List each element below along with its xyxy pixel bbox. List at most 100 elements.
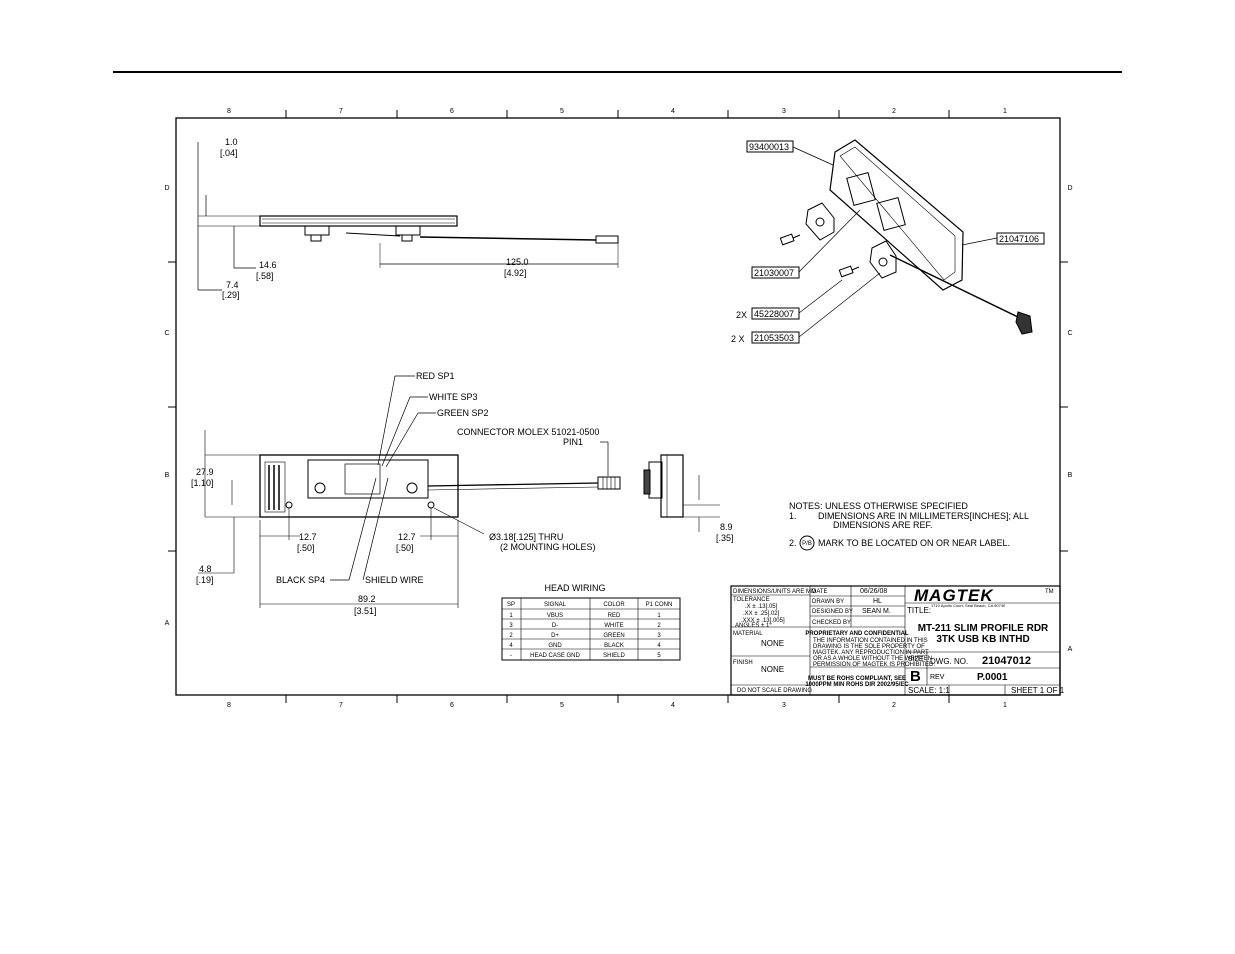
bracket-right-side bbox=[395, 225, 421, 236]
note-2-symbol: P/B bbox=[802, 541, 812, 547]
table-cell: BLACK bbox=[604, 643, 624, 649]
callout-part: 93400013 bbox=[749, 142, 789, 152]
callout-qty: 2X bbox=[736, 310, 747, 320]
table-cell: D+ bbox=[551, 633, 559, 639]
note-2-text: MARK TO BE LOCATED ON OR NEAR LABEL. bbox=[818, 538, 1010, 548]
tb-tol-2: .XX ± .25[.02] bbox=[743, 611, 780, 617]
cable-front bbox=[427, 482, 599, 487]
screw-front-left bbox=[314, 482, 326, 494]
zone-ticks bbox=[168, 110, 1068, 703]
tb-tol-3: .XXX ± .13[.005] bbox=[741, 618, 785, 624]
col-label: 7 bbox=[339, 108, 343, 115]
tb-sheet: SHEET 1 OF 1 bbox=[1011, 686, 1065, 695]
drawing-title-line2: 3TK USB KB INTHD bbox=[936, 634, 1029, 645]
table-cell: - bbox=[510, 653, 512, 659]
head-bracket bbox=[307, 459, 429, 499]
table-cell: GND bbox=[548, 643, 562, 649]
tb-checked-label: CHECKED BY bbox=[812, 620, 851, 626]
zone-labels-top: 8 7 6 5 4 3 2 1 bbox=[227, 108, 1007, 115]
dim-thickness-in: [.04] bbox=[220, 148, 238, 158]
tb-prop-4: OR AS A WHOLE WITHOUT THE WRITTEN bbox=[813, 656, 932, 662]
row-label: C bbox=[1067, 330, 1072, 337]
tb-tol-1: .X ± .13[.05] bbox=[745, 604, 778, 610]
tb-prop-5: PERMISSION OF MAGTEK IS PROHIBITED. bbox=[813, 662, 935, 668]
tb-title-label: TITLE: bbox=[907, 606, 931, 615]
reader-body-side bbox=[259, 215, 458, 227]
note-1-line1: DIMENSIONS ARE IN MILLIMETERS[INCHES]; A… bbox=[818, 511, 1029, 521]
row-label: B bbox=[165, 472, 170, 479]
zone-labels-bottom: 8 7 6 5 4 3 2 1 bbox=[227, 702, 1007, 709]
col-label: 8 bbox=[227, 702, 231, 709]
col-label: 4 bbox=[671, 108, 675, 115]
bracket-iso-1 bbox=[805, 202, 835, 241]
tb-designed-value: SEAN M. bbox=[862, 608, 891, 615]
callout-box bbox=[751, 307, 800, 320]
dim-right-hole-in: [.50] bbox=[396, 543, 414, 553]
dim-connector: 8.9 bbox=[720, 522, 733, 532]
note-1-line2: DIMENSIONS ARE REF. bbox=[833, 520, 933, 530]
tb-prop-3: MAGTEK. ANY REPRODUCTION IN PART bbox=[813, 650, 929, 656]
screw-iso-2 bbox=[838, 265, 860, 278]
dim-bottom-in: [.19] bbox=[196, 575, 214, 585]
dim-height-in: [.58] bbox=[256, 271, 274, 281]
note-1-num: 1. bbox=[789, 511, 797, 521]
cable-iso bbox=[889, 254, 1021, 319]
tb-designed-label: DESIGNED BY bbox=[812, 609, 853, 615]
connector-front bbox=[597, 476, 621, 490]
tb-do-not-scale: DO NOT SCALE DRAWING bbox=[737, 688, 812, 694]
cable-side bbox=[419, 236, 597, 241]
table-cell: 4 bbox=[657, 643, 661, 649]
pb-mark-symbol bbox=[799, 535, 815, 551]
tb-finish-label: FINISH bbox=[733, 660, 753, 666]
tb-rev-value: P.0001 bbox=[977, 672, 1008, 683]
table-cell: 1 bbox=[509, 613, 513, 619]
tb-rohs-2: 1000PPM MIN ROHS DIR 2002/95/EC bbox=[805, 682, 909, 688]
wire-black-label: BLACK SP4 bbox=[276, 575, 325, 585]
row-label: C bbox=[164, 330, 169, 337]
callout-box bbox=[751, 266, 800, 279]
col-label: 2 bbox=[892, 108, 896, 115]
tb-prop-2: DRAWING IS THE SOLE PROPERTY OF bbox=[813, 644, 925, 650]
tb-date-label: DATE bbox=[812, 589, 828, 595]
col-label: 1 bbox=[1003, 108, 1007, 115]
bracket-iso-2 bbox=[869, 240, 897, 279]
callout-qty: 2 X bbox=[731, 334, 745, 344]
tb-prop-1: THE INFORMATION CONTAINED IN THIS bbox=[813, 638, 928, 644]
table-cell: 1 bbox=[657, 613, 661, 619]
tb-angles: ANGLES ± 1° bbox=[735, 623, 772, 629]
col-label: 2 bbox=[892, 702, 896, 709]
logo-tm: TM bbox=[1045, 589, 1054, 595]
dim-width: 89.2 bbox=[358, 594, 376, 604]
side-view: 1.0 [.04] 14.6 [.58] 7.4 [.29] 125.0 [4.… bbox=[197, 137, 619, 300]
connector-label: CONNECTOR MOLEX 51021-0500 bbox=[457, 427, 599, 437]
tb-dwg-label: DWG. NO. bbox=[930, 657, 968, 666]
tb-scale: SCALE: 1:1 bbox=[908, 686, 950, 695]
tb-prop-title: PROPRIETARY AND CONFIDENTIAL bbox=[805, 631, 909, 637]
dim-connector-in: [.35] bbox=[716, 533, 734, 543]
note-2-num: 2. bbox=[789, 538, 797, 548]
company-address: 1710 Apollo Court, Seal Beach, CA 90740 bbox=[931, 603, 1006, 608]
table-header: P1 CONN bbox=[646, 602, 673, 608]
dim-cable: 125.0 bbox=[506, 257, 529, 267]
col-label: 3 bbox=[782, 108, 786, 115]
table-header: COLOR bbox=[603, 602, 625, 608]
tb-rev-label: REV bbox=[930, 674, 945, 681]
hole-note-1: Ø3.18[.125] THRU bbox=[489, 532, 563, 542]
table-cell: 2 bbox=[509, 633, 513, 639]
zone-labels-left: D C B A bbox=[164, 185, 169, 627]
connector-side bbox=[595, 235, 619, 244]
wire-leaders bbox=[330, 375, 609, 581]
head-wiring-table: HEAD WIRING SP SIGNAL COLOR P1 CONN 1 VB… bbox=[501, 583, 681, 661]
table-cell: WHITE bbox=[604, 623, 623, 629]
reader-body-front bbox=[259, 454, 459, 518]
col-label: 7 bbox=[339, 702, 343, 709]
dim-offset: 7.4 bbox=[226, 280, 239, 290]
col-label: 5 bbox=[560, 108, 564, 115]
row-label: D bbox=[164, 185, 169, 192]
notes: NOTES: UNLESS OTHERWISE SPECIFIED 1. DIM… bbox=[789, 501, 1029, 551]
callout-box bbox=[751, 331, 800, 344]
callout-box bbox=[746, 140, 794, 153]
col-label: 8 bbox=[227, 108, 231, 115]
table-header: SIGNAL bbox=[544, 602, 567, 608]
